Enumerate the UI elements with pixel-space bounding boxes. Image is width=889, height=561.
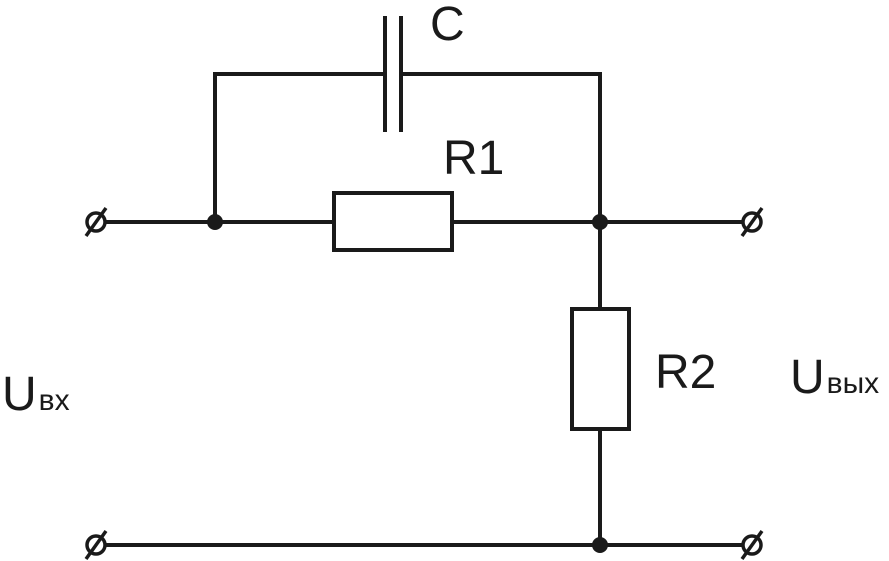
label-output-voltage-sub: вых [827, 367, 880, 400]
resistor-r1 [332, 191, 454, 252]
r2-branch [570, 220, 631, 547]
junction-dot-bottom [592, 537, 608, 553]
capacitor-wire-left [213, 72, 385, 224]
capacitor-wire-right [401, 72, 602, 224]
label-input-voltage-main: U [2, 368, 37, 421]
label-input-voltage-sub: вх [39, 384, 70, 417]
junction-dot-output [592, 214, 608, 230]
capacitor-branch [213, 16, 602, 224]
terminal-output-top-icon [740, 206, 764, 238]
resistor-r2 [570, 307, 631, 431]
label-output-voltage-main: U [790, 351, 825, 404]
terminal-output-bottom-icon [740, 529, 764, 561]
label-output-voltage: Uвых [790, 351, 879, 404]
terminal-input-top-icon [84, 206, 108, 238]
label-r1: R1 [443, 132, 504, 185]
label-input-voltage: Uвх [2, 368, 70, 421]
label-r2: R2 [655, 346, 716, 399]
junction-dot-input [207, 214, 223, 230]
label-capacitor: C [430, 0, 465, 51]
terminal-input-bottom-icon [84, 529, 108, 561]
r1-branch [98, 191, 752, 252]
